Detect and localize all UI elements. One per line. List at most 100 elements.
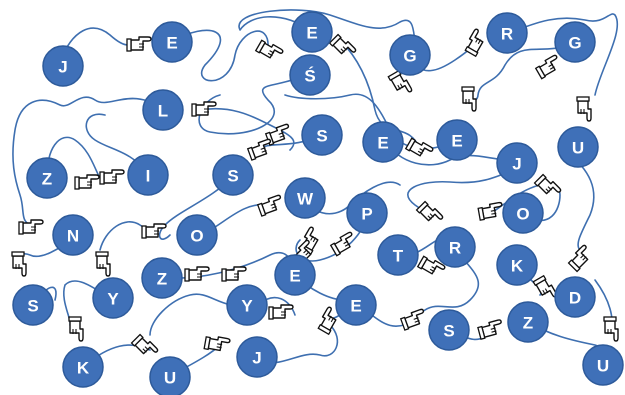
ball-circle [554, 276, 596, 318]
ball-circle [554, 21, 596, 63]
letter-ball: R [434, 226, 476, 268]
ball-circle [12, 284, 54, 326]
maze-path [199, 107, 295, 151]
ball-circle [346, 192, 388, 234]
letter-ball: E [335, 284, 377, 326]
letter-ball: E [291, 11, 333, 53]
letter-ball: J [496, 142, 538, 184]
pointing-hand-icon [268, 304, 294, 320]
ball-letter: J [252, 349, 261, 368]
pointing-hand-icon [399, 308, 429, 331]
pointing-hand-icon [533, 172, 563, 201]
pointing-hand-icon [256, 194, 286, 217]
letter-ball: K [496, 244, 538, 286]
ball-letter: I [146, 167, 151, 186]
ball-circle [496, 244, 538, 286]
ball-letter: Ś [304, 67, 315, 86]
letter-ball: E [151, 21, 193, 63]
letter-ball: S [212, 154, 254, 196]
ball-letter: Z [157, 270, 167, 289]
pointing-hand-icon [11, 251, 27, 277]
ball-letter: S [227, 167, 238, 186]
ball-letter: Y [241, 297, 253, 316]
ball-circle [557, 126, 599, 168]
letter-ball: G [389, 34, 431, 76]
ball-letter: E [166, 34, 177, 53]
ball-letter: J [58, 58, 67, 77]
ball-letter: S [443, 322, 454, 341]
pointing-hand-icon [405, 135, 435, 162]
ball-circle [274, 254, 316, 296]
ball-letter: E [289, 267, 300, 286]
ball-circle [335, 284, 377, 326]
ball-circle [226, 284, 268, 326]
ball-circle [284, 177, 326, 219]
ball-letter: U [572, 139, 584, 158]
pointing-hand-icon [532, 274, 559, 304]
maze-path [169, 29, 269, 82]
letter-ball: K [62, 346, 104, 388]
ball-letter: N [67, 227, 79, 246]
pointing-hand-icon [221, 266, 247, 282]
letter-ball: D [554, 276, 596, 318]
ball-letter: D [569, 289, 581, 308]
maze-path [504, 13, 619, 96]
pointing-hand-icon [141, 223, 167, 239]
ball-letter: Y [107, 290, 119, 309]
letter-ball: Z [141, 257, 183, 299]
ball-letter: W [297, 190, 314, 209]
letter-ball: U [557, 126, 599, 168]
ball-letter: E [306, 24, 317, 43]
letter-ball: Z [26, 157, 68, 199]
pointing-hand-icon [415, 199, 445, 228]
ball-circle [212, 154, 254, 196]
ball-circle [377, 234, 419, 276]
ball-circle [507, 301, 549, 343]
pointing-hand-icon [534, 53, 564, 80]
ball-letter: P [361, 205, 372, 224]
pointing-hand-icon [95, 251, 111, 277]
pointing-hand-icon [68, 316, 84, 342]
maze-path [384, 139, 511, 166]
ball-circle [92, 277, 134, 319]
pointing-hand-icon [476, 318, 505, 340]
ball-circle [127, 154, 169, 196]
pointing-hand-icon [203, 334, 231, 354]
ball-circle [26, 157, 68, 199]
ball-circle [582, 344, 624, 386]
maze-path [238, 9, 421, 51]
ball-letter: K [77, 359, 90, 378]
ball-circle [151, 21, 193, 63]
ball-circle [486, 12, 528, 54]
ball-circle [42, 45, 84, 87]
ball-letter: G [568, 34, 581, 53]
letter-ball: O [176, 214, 218, 256]
ball-circle [434, 226, 476, 268]
letter-ball: Y [226, 284, 268, 326]
ball-letter: U [597, 357, 609, 376]
ball-circle [149, 356, 191, 395]
letter-ball: R [486, 12, 528, 54]
pointing-hand-icon [566, 243, 595, 273]
ball-circle [142, 89, 184, 131]
letter-ball: P [346, 192, 388, 234]
maze-path [198, 71, 311, 135]
letter-ball: T [377, 234, 419, 276]
letter-ball: E [362, 121, 404, 163]
ball-letter: J [512, 155, 521, 174]
pointing-hand-icon [99, 169, 125, 185]
letter-ball: I [127, 154, 169, 196]
ball-circle [236, 336, 278, 378]
letter-ball: U [582, 344, 624, 386]
ball-circle [428, 309, 470, 351]
maze-path [339, 39, 421, 151]
maze-path [46, 136, 101, 179]
letter-ball: Ś [289, 54, 331, 96]
letter-ball: G [554, 21, 596, 63]
ball-circle [62, 346, 104, 388]
letter-ball: Y [92, 277, 134, 319]
pointing-hand-icon [255, 37, 285, 64]
ball-letter: L [158, 102, 168, 121]
